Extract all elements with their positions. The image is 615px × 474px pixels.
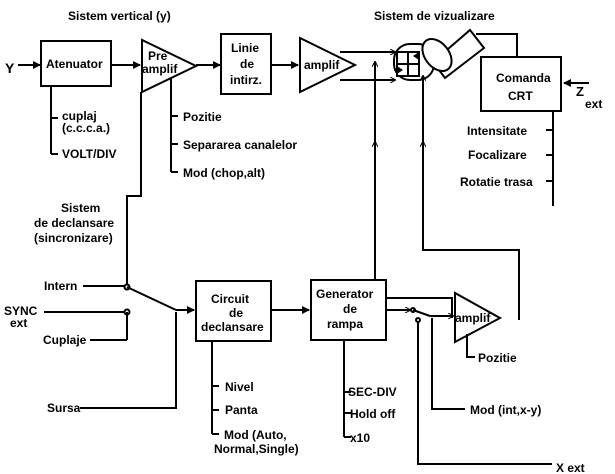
mode-t-label-line1: Mod (Auto, — [224, 428, 287, 442]
internal-label: Intern — [44, 279, 77, 293]
couplings-label: Cuplaje — [43, 333, 87, 347]
mode-h-line — [431, 318, 465, 410]
delay-label-line3: intirz. — [230, 73, 262, 87]
level-label: Nivel — [225, 380, 254, 394]
position-h-label: Pozitie — [478, 351, 517, 365]
crt-command-block — [480, 56, 562, 112]
mode-t-label-line2: Normal,Single) — [214, 442, 299, 456]
slope-label: Panta — [225, 403, 258, 417]
hold-off-label: Hold off — [350, 407, 396, 421]
crt-tube-icon — [393, 28, 486, 81]
x-ext-label: X ext — [556, 461, 585, 474]
vertical-amplifier-triangle — [299, 36, 358, 94]
x-switch-arm — [412, 309, 431, 317]
preamp-label-line1: Pre — [148, 49, 168, 63]
crt-command-label-line1: Comanda — [496, 71, 551, 85]
z-input-label: Z — [576, 84, 584, 99]
sync-input-sub: ext — [10, 316, 27, 330]
mode-h-label: Mod (int,x-y) — [470, 403, 541, 417]
trigger-circuit-label-line2: de — [229, 306, 243, 320]
intensity-label: Intensitate — [467, 124, 527, 138]
crt-command-label-line2: CRT — [508, 89, 533, 103]
trace-rotation-label: Rotatie trasa — [460, 175, 533, 189]
delay-label-line2: de — [240, 57, 254, 71]
ramp-gen-label-line1: Generator — [316, 287, 374, 301]
attenuator-label: Atenuator — [46, 57, 103, 71]
sync-input-label: SYNC — [4, 304, 38, 318]
wire-crt-to-command — [476, 33, 518, 57]
vertical-amplifier-label: amplif — [304, 58, 340, 72]
position-h-tick — [466, 334, 475, 358]
wire-preamp-to-internal — [126, 92, 142, 285]
attenuator-block — [40, 40, 112, 87]
ramp-generator-block — [310, 279, 387, 341]
wire-hamp-to-plate-right — [423, 76, 520, 320]
position-v-label: Pozitie — [183, 110, 222, 124]
title-vertical-system: Sistem vertical (y) — [68, 9, 171, 23]
trigger-circuit-block — [195, 280, 272, 342]
sec-div-label: SEC-DIV — [348, 385, 397, 399]
coupling-label-line2: (c.c.c.a.) — [62, 121, 110, 135]
source-switch-arm — [126, 286, 177, 311]
source-switch-shaft — [80, 312, 177, 409]
focus-label: Focalizare — [468, 148, 527, 162]
title-visualization-system: Sistem de vizualizare — [374, 9, 495, 23]
x-switch-contact-ext — [415, 317, 421, 323]
mode-v-label: Mod (chop,alt) — [183, 166, 265, 180]
coupling-label-line1: cuplaj — [62, 109, 97, 123]
volt-div-label: VOLT/DIV — [62, 147, 116, 161]
source-label: Sursa — [47, 401, 81, 415]
channel-sep-label: Separarea canalelor — [183, 138, 297, 152]
ramp-gen-label-line2: de — [343, 302, 357, 316]
x10-label: x10 — [350, 431, 370, 445]
y-input-label: Y — [5, 60, 15, 76]
horizontal-amplifier-triangle — [454, 291, 503, 344]
delay-label-line1: Linie — [231, 41, 259, 55]
title-trigger-system-line3: (sincronizare) — [34, 231, 113, 245]
title-trigger-system-line1: Sistem — [61, 201, 100, 215]
title-trigger-system-line2: de declansare — [34, 216, 114, 230]
preamp-label-line2: amplif — [142, 62, 178, 76]
preamp-triangle — [141, 38, 199, 94]
wire-x-ext — [417, 322, 552, 465]
horizontal-amplifier-label: amplif — [455, 311, 491, 325]
trigger-circuit-label-line3: declansare — [201, 320, 264, 334]
z-input-sub: ext — [585, 97, 602, 111]
ramp-gen-label-line3: rampa — [327, 317, 363, 331]
trigger-circuit-label-line1: Circuit — [211, 292, 249, 306]
